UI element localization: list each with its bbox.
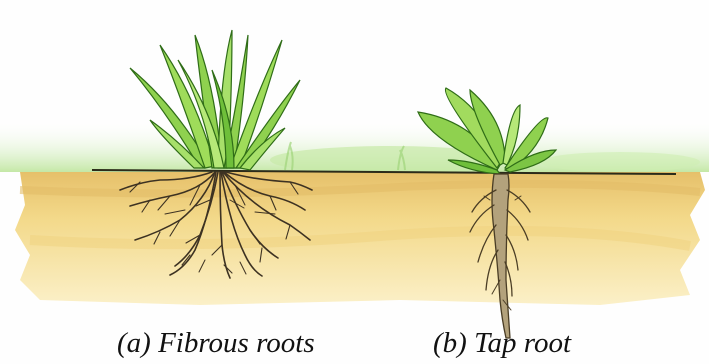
grass-background [0, 120, 709, 174]
fibrous-roots-caption: (a) Fibrous roots [117, 326, 315, 360]
tap-root-caption: (b) Tap root [433, 326, 571, 360]
soil [15, 172, 705, 305]
